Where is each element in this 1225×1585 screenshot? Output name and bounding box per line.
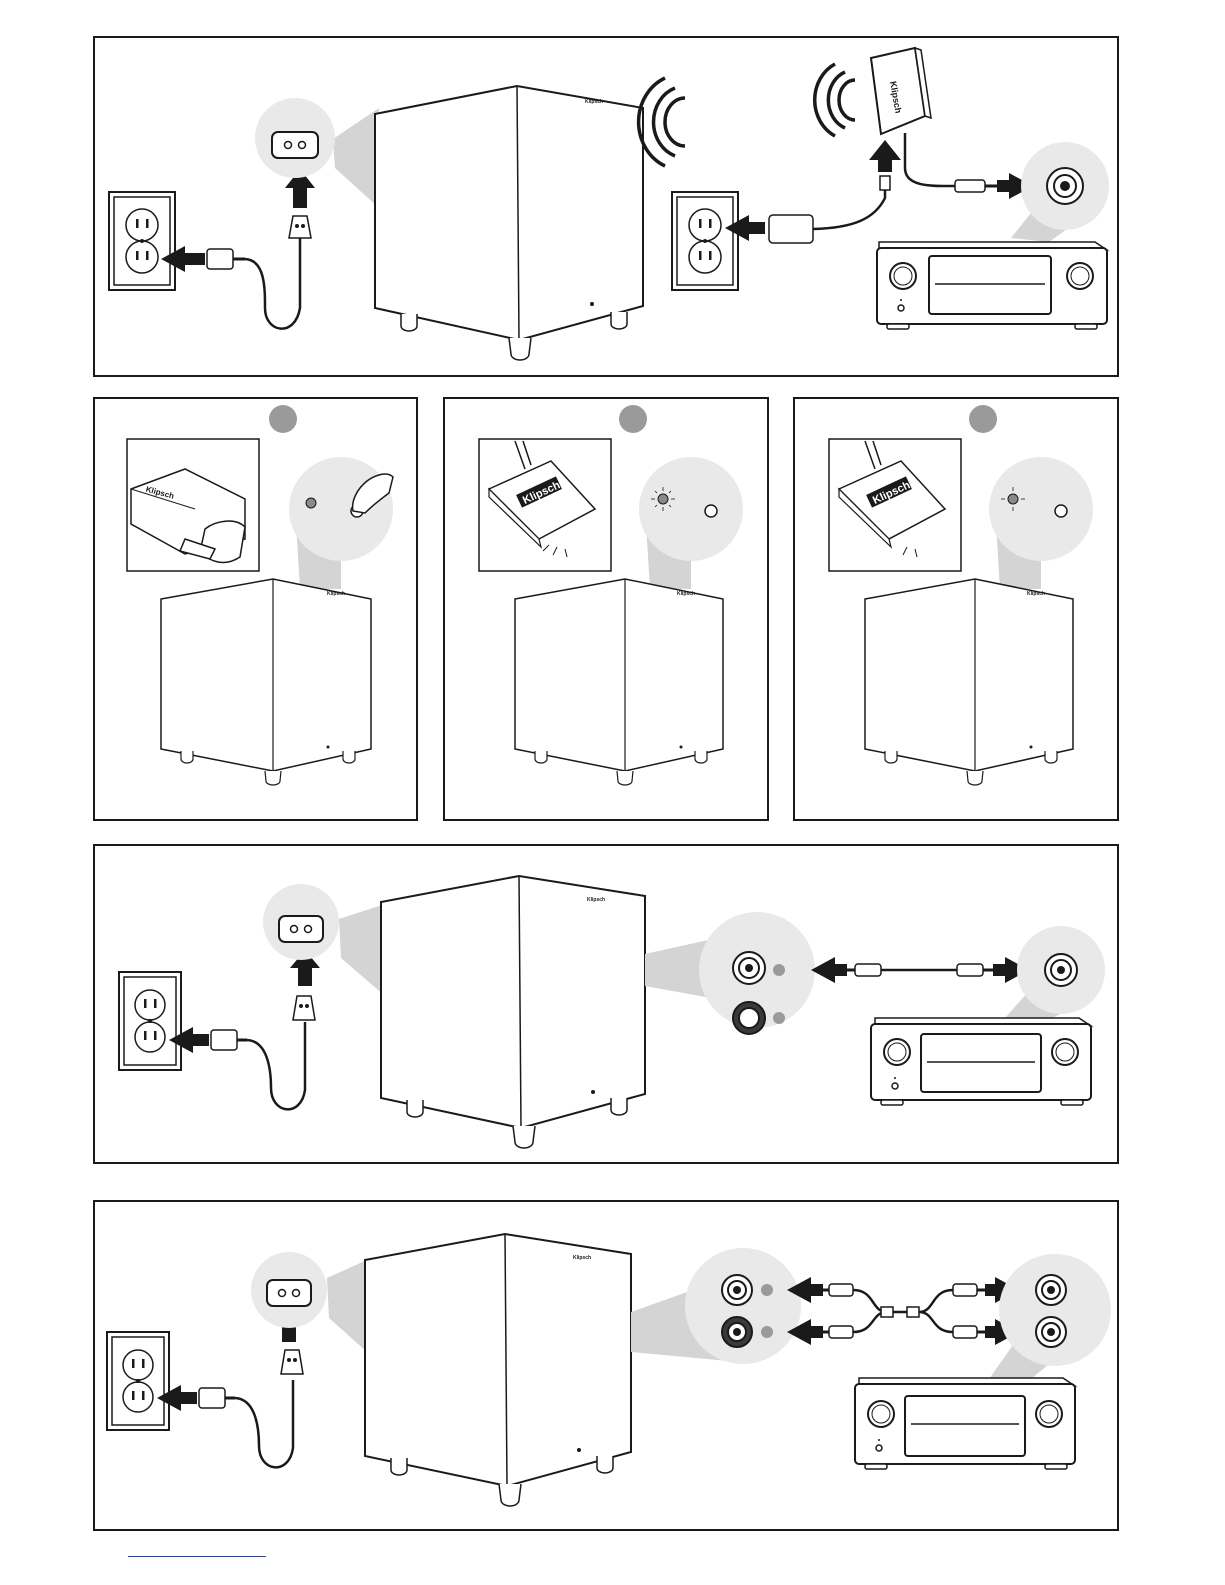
panel-pairing-step-2: Klipsch Klipsch [443, 397, 769, 821]
power-cord-icon [207, 216, 311, 329]
power-cord-icon [211, 996, 315, 1109]
inset-transmitter-detail: Klipsch [829, 439, 961, 571]
zoom-bubble [289, 457, 393, 561]
av-receiver-icon [877, 242, 1107, 329]
power-adapter-icon [769, 176, 890, 243]
subwoofer-icon: Klipsch [381, 876, 645, 1148]
panel-single-lfe-setup: Klipsch [93, 844, 1119, 1164]
power-outlet-icon [107, 1332, 169, 1430]
subwoofer-icon: Klipsch [515, 579, 723, 785]
iec-socket-icon [272, 132, 318, 158]
panel-wireless-setup: Klipsch Klipsch [93, 36, 1119, 377]
led-indicator-icon [306, 498, 316, 508]
av-receiver-icon [855, 1378, 1075, 1469]
subwoofer-icon: Klipsch [365, 1234, 631, 1506]
pair-button-icon [705, 505, 717, 517]
zoom-bubble [989, 457, 1093, 561]
wireless-signal-icon [639, 78, 685, 166]
zoom-beam [333, 108, 379, 208]
av-receiver-icon [871, 1018, 1091, 1105]
step-badge-icon [619, 405, 647, 433]
power-outlet-icon [119, 972, 181, 1070]
svg-text:Klipsch: Klipsch [573, 1255, 591, 1261]
rca-cable-icon [847, 964, 993, 976]
step-badge-icon [969, 405, 997, 433]
iec-socket-icon [279, 916, 323, 942]
zoom-beam [339, 904, 385, 996]
subwoofer-icon: Klipsch [865, 579, 1073, 785]
subwoofer-icon: Klipsch [161, 579, 371, 785]
zoom-beam [327, 1260, 367, 1352]
pair-button-icon [1055, 505, 1067, 517]
svg-text:Klipsch: Klipsch [585, 99, 603, 105]
subwoofer-icon: Klipsch [375, 86, 643, 360]
wireless-signal-icon [815, 64, 855, 136]
step-badge-icon [269, 405, 297, 433]
iec-socket-icon [267, 1280, 311, 1306]
power-outlet-icon [109, 192, 175, 290]
footer-underline-link[interactable] [128, 1556, 266, 1557]
rca-jack-icon [1045, 954, 1077, 986]
panel-pairing-step-1: Klipsch Klipsch [93, 397, 418, 821]
zoom-bubble [999, 1254, 1111, 1366]
svg-text:Klipsch: Klipsch [677, 591, 695, 597]
svg-text:Klipsch: Klipsch [587, 897, 605, 903]
panel-pairing-step-3: Klipsch Klipsch [793, 397, 1119, 821]
zoom-bubble [639, 457, 743, 561]
rca-cable-icon [823, 1284, 985, 1338]
panel-dual-lfe-setup: Klipsch [93, 1200, 1119, 1531]
arrow-icon [811, 957, 847, 983]
svg-text:Klipsch: Klipsch [327, 591, 345, 597]
svg-text:Klipsch: Klipsch [1027, 591, 1045, 597]
inset-transmitter-detail: Klipsch [479, 439, 611, 571]
arrow-icon [869, 140, 901, 172]
power-outlet-icon [672, 192, 738, 290]
inset-transmitter-detail: Klipsch [127, 439, 259, 571]
rca-jack-icon [1047, 168, 1083, 204]
power-cord-icon [199, 1350, 303, 1467]
rca-cable-icon [955, 180, 997, 192]
